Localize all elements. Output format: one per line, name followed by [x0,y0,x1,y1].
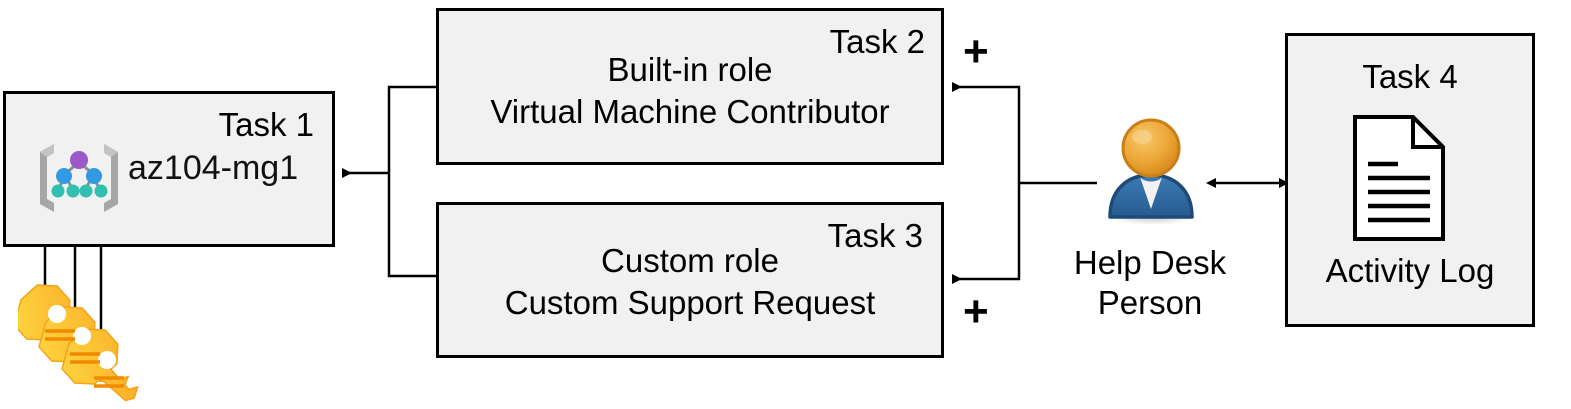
task-3-role-name: Custom Support Request [504,284,876,321]
task-1-box[interactable]: Task 1 az10 [3,91,335,247]
plus-operator-bottom: + [963,287,989,336]
task-4-label: Task 4 [1362,58,1458,95]
task-4-caption: Activity Log [1325,252,1495,289]
plus-operator-top: + [963,27,989,76]
user-icon [1108,118,1195,225]
task-3-box[interactable]: Task 3 Custom role Custom Support Reques… [436,202,944,358]
task-1-resource-name: az104-mg1 [128,149,299,187]
person-caption: Help Desk Person [1055,243,1245,324]
task-2-role-kind: Built-in role [607,51,773,88]
task-2-role-name: Virtual Machine Contributor [490,93,890,130]
management-group-icon [40,144,118,212]
person-caption-line1: Help Desk [1073,244,1227,281]
task-1-label: Task 1 [218,106,314,143]
task-3-role-kind: Custom role [601,242,779,279]
document-icon [1353,115,1445,241]
task-2-label: Task 2 [829,23,925,60]
task-2-box[interactable]: Task 2 Built-in role Virtual Machine Con… [436,8,944,165]
task-3-label: Task 3 [827,217,923,254]
task-4-box[interactable]: Task 4 Activity Log [1285,33,1535,327]
person-caption-line2: Person [1097,284,1203,322]
keys-icon [18,284,139,402]
